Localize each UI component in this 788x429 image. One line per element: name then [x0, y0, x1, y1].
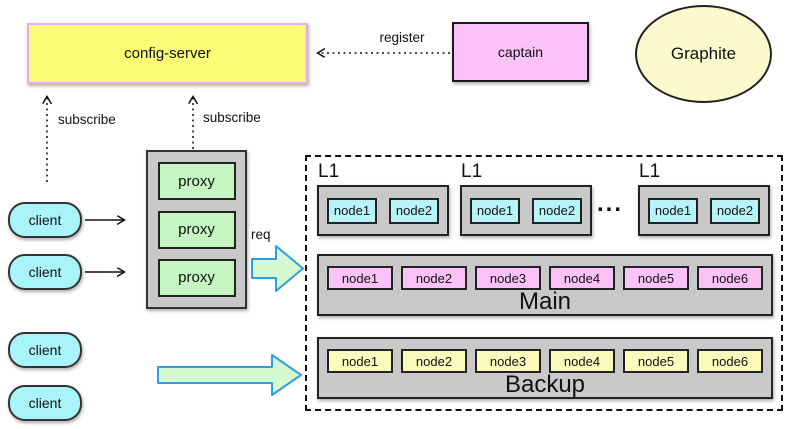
backup-node-row: node1 node2 node3 node4 node5 node6: [319, 349, 771, 373]
l1-group-title: L1: [461, 161, 483, 182]
main-node-label: node2: [415, 270, 453, 286]
backup-node: node1: [327, 349, 393, 373]
req-block-arrow: [251, 245, 304, 292]
proxy-box: proxy: [157, 162, 236, 201]
captain-label: captain: [497, 44, 544, 60]
client-label: client: [28, 264, 62, 280]
subscribe-left-arrow-label: subscribe: [58, 112, 116, 127]
main-node-row: node1 node2 node3 node4 node5 node6: [319, 266, 771, 290]
main-node-label: node1: [341, 270, 379, 286]
graphite-ellipse: Graphite: [635, 5, 772, 103]
proxy-label: proxy: [178, 172, 215, 190]
backup-node-label: node1: [341, 353, 379, 369]
main-node: node5: [623, 266, 689, 290]
l1-node-label: node1: [476, 203, 514, 218]
config-server-label: config-server: [124, 45, 211, 62]
l1-node: node2: [389, 197, 439, 224]
l1-node-label: node1: [333, 203, 371, 218]
backup-node: node6: [697, 349, 763, 373]
l1-group-box: node1 node2: [638, 185, 770, 236]
l1-group-box: node1 node2: [460, 185, 592, 236]
client-box: client: [8, 385, 82, 421]
req-arrow-label: req: [251, 227, 271, 242]
client-box: client: [8, 332, 82, 368]
main-node: node4: [549, 266, 615, 290]
client-label: client: [28, 212, 62, 228]
main-node-label: node4: [563, 270, 601, 286]
l1-ellipsis: ...: [597, 190, 624, 217]
main-node: node3: [475, 266, 541, 290]
main-node-label: node5: [637, 270, 675, 286]
register-arrow-label: register: [379, 30, 425, 45]
l1-group-title: L1: [639, 161, 661, 182]
client-box: client: [8, 254, 82, 290]
proxy-label: proxy: [178, 221, 215, 238]
graphite-label: Graphite: [670, 44, 737, 63]
main-node: node1: [327, 266, 393, 290]
subscribe-right-arrow-label: subscribe: [203, 110, 261, 125]
l1-node: node1: [648, 197, 698, 224]
client-label: client: [28, 395, 62, 411]
main-row-box: node1 node2 node3 node4 node5 node6 Main: [317, 254, 773, 316]
main-node-label: node6: [711, 270, 749, 286]
backup-node: node2: [401, 349, 467, 373]
backup-row-title: Backup: [504, 371, 586, 398]
l1-node: node2: [710, 197, 760, 224]
l1-group-box: node1 node2: [317, 185, 449, 236]
backup-node-label: node4: [563, 353, 601, 369]
l1-node-label: node2: [395, 203, 433, 218]
l1-node-label: node1: [654, 203, 692, 218]
proxy-label: proxy: [178, 269, 215, 287]
l1-node: node1: [327, 197, 377, 224]
l1-node-label: node2: [716, 203, 754, 218]
main-node: node6: [697, 266, 763, 290]
l1-node: node2: [532, 197, 582, 224]
main-row-title: Main: [518, 288, 572, 315]
main-node: node2: [401, 266, 467, 290]
backup-block-arrow: [157, 354, 302, 396]
config-server-box: config-server: [27, 23, 308, 84]
proxy-stack-container: proxy proxy proxy: [146, 150, 247, 309]
proxy-box: proxy: [157, 258, 236, 297]
client-box: client: [8, 202, 82, 238]
cluster-dashed-border: [305, 155, 783, 411]
backup-row-box: node1 node2 node3 node4 node5 node6 Back…: [317, 337, 773, 399]
backup-node-label: node6: [711, 353, 749, 369]
backup-node: node5: [623, 349, 689, 373]
backup-node-label: node5: [637, 353, 675, 369]
l1-node-label: node2: [538, 203, 576, 218]
backup-node-label: node2: [415, 353, 453, 369]
backup-node: node3: [475, 349, 541, 373]
captain-box: captain: [452, 22, 589, 82]
proxy-box: proxy: [157, 210, 236, 249]
l1-group-title: L1: [318, 161, 340, 182]
backup-node: node4: [549, 349, 615, 373]
backup-node-label: node3: [489, 353, 527, 369]
l1-node: node1: [470, 197, 520, 224]
main-node-label: node3: [489, 270, 527, 286]
client-label: client: [28, 342, 62, 358]
